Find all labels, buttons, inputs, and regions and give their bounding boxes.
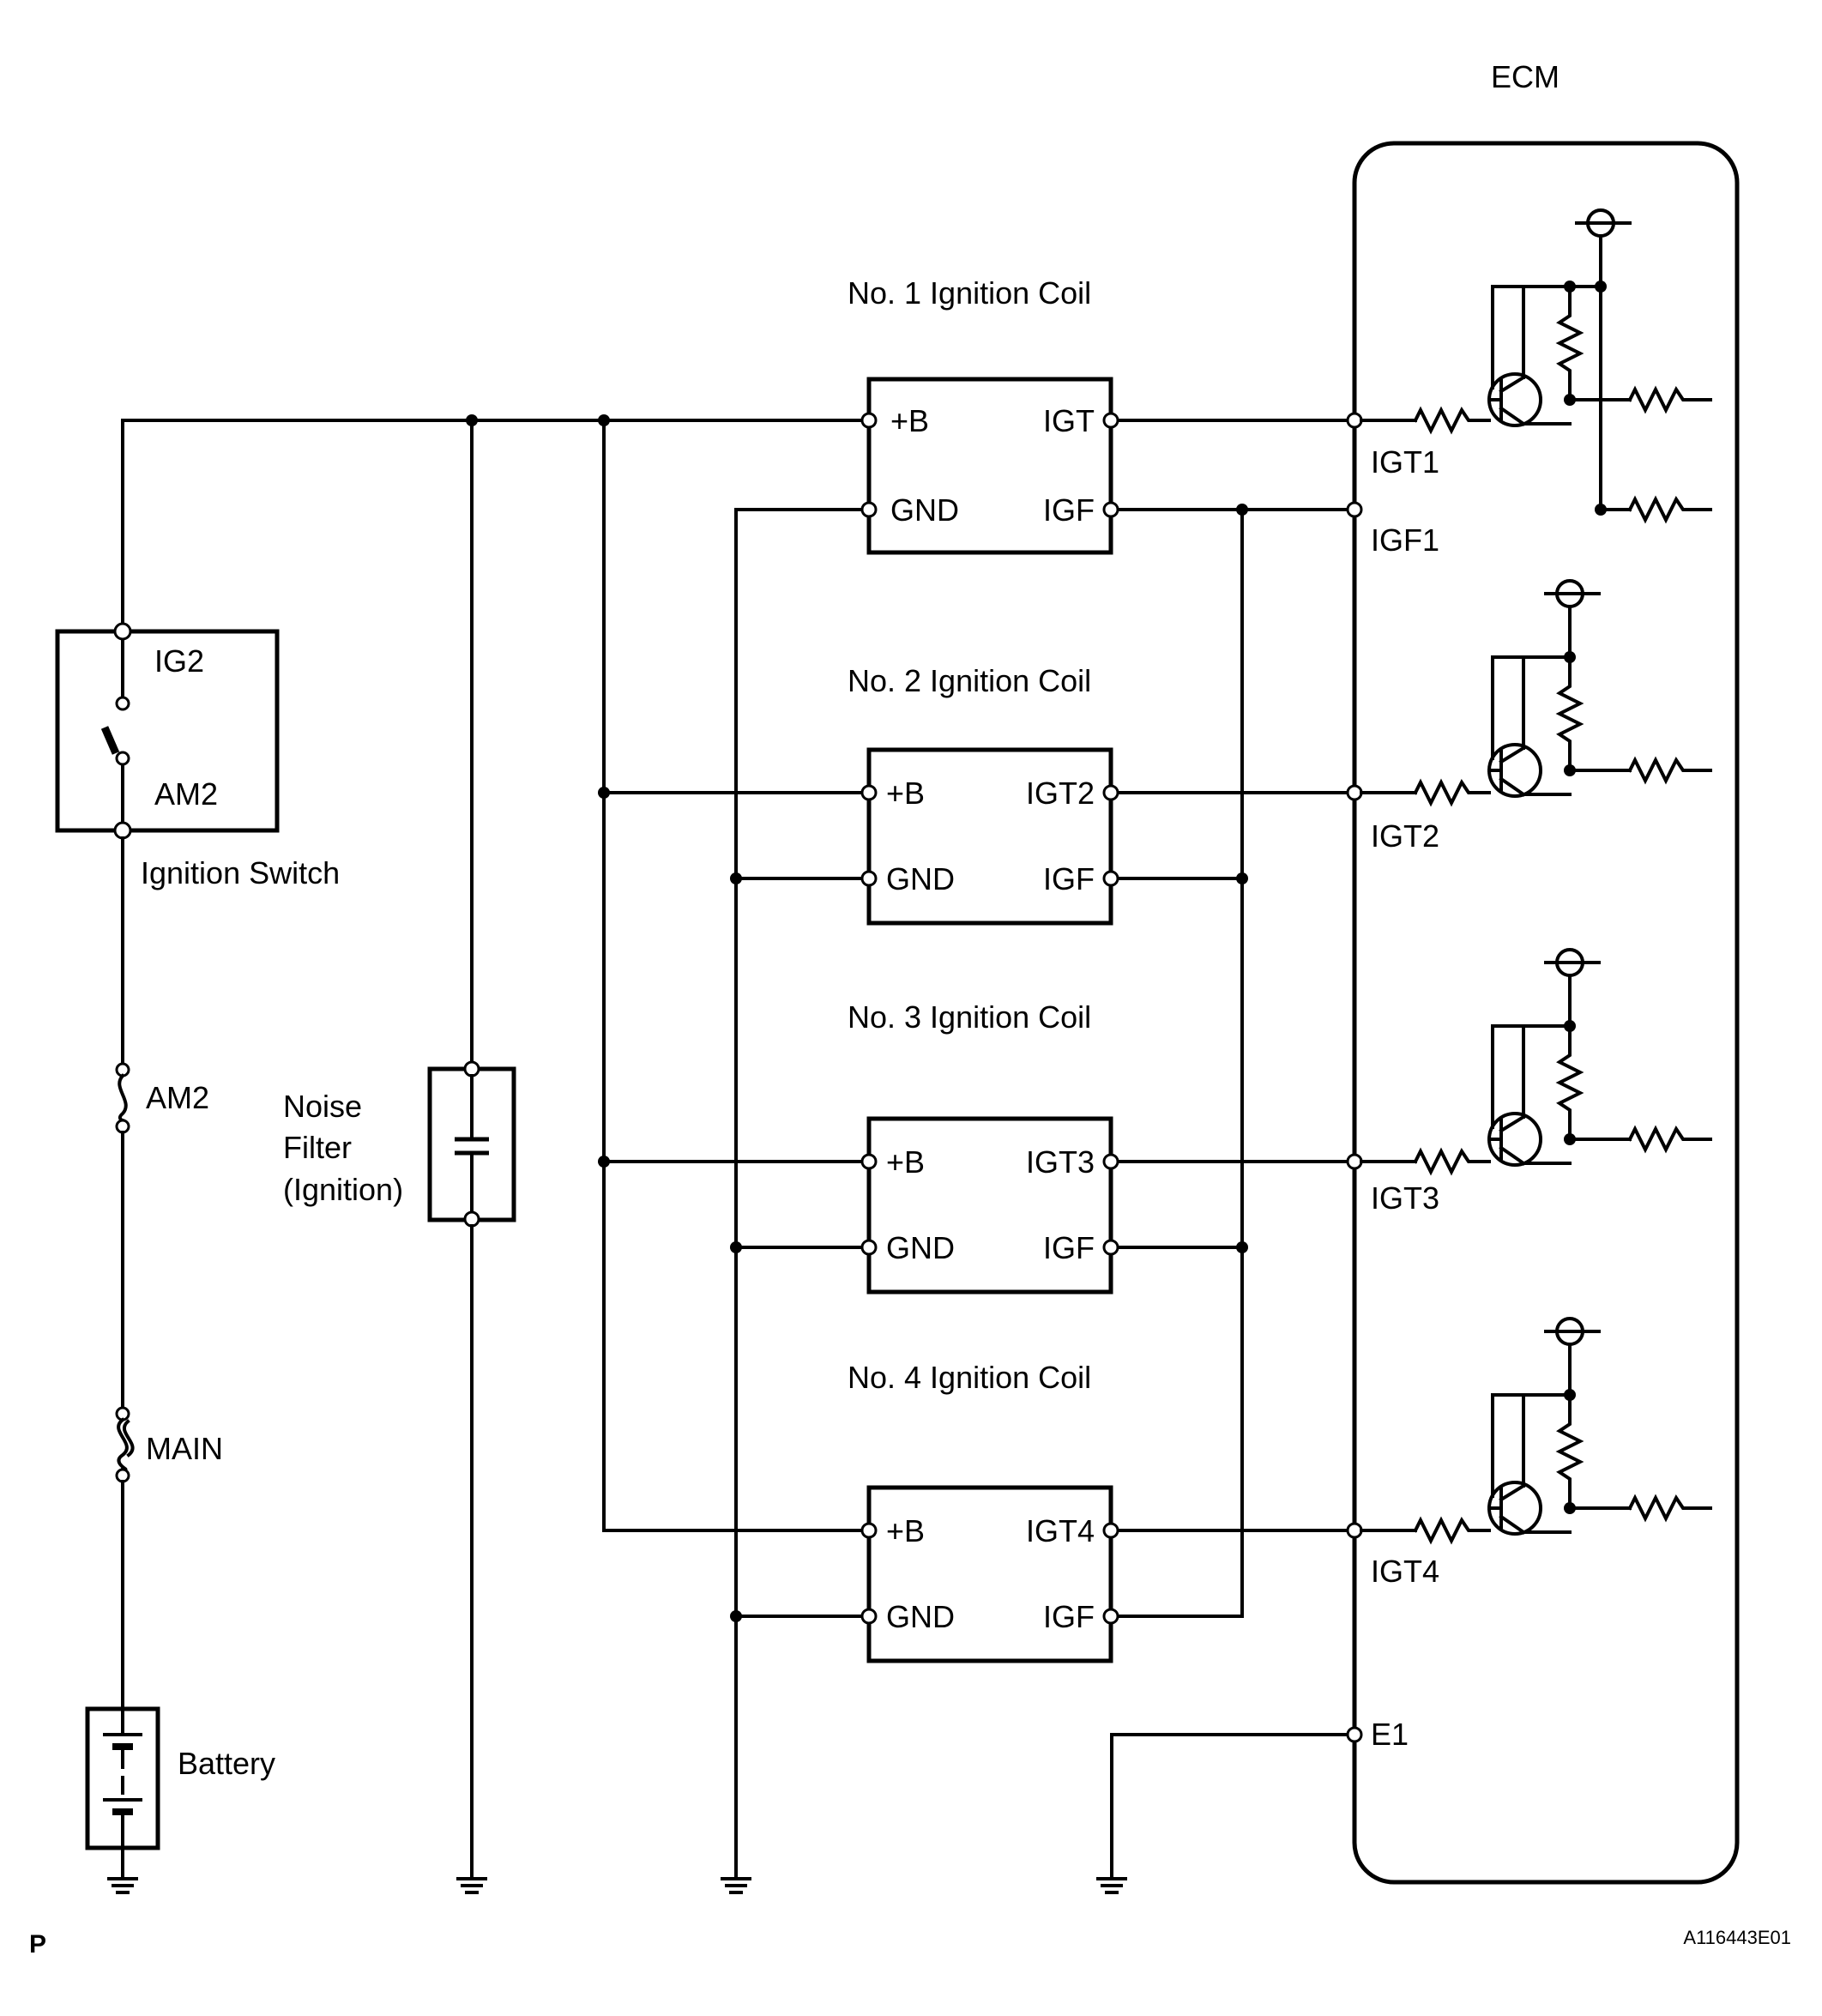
coil2-pin-gnd: GND xyxy=(886,861,955,896)
coil1-pin-gnd: GND xyxy=(890,492,959,528)
ignition-coil-4: No. 4 Ignition Coil +B GND IGT4 IGF xyxy=(848,1360,1119,1663)
pullup-resistor-icon xyxy=(1555,285,1584,401)
coil4-title: No. 4 Ignition Coil xyxy=(848,1360,1091,1395)
noise-filter: Noise Filter (Ignition) xyxy=(283,419,516,1894)
am2-fuse: AM2 xyxy=(115,1062,209,1134)
switch-lever xyxy=(100,726,120,755)
output-resistor-icon xyxy=(1627,756,1712,785)
igf-resistor-icon xyxy=(1627,495,1712,524)
base-resistor-icon xyxy=(1413,406,1491,435)
main-fusible-link: MAIN xyxy=(115,1406,223,1483)
coil3-pin-b: +B xyxy=(886,1144,925,1180)
ecm-driver-stage-4 xyxy=(1360,1317,1712,1545)
ignition-switch-label: Ignition Switch xyxy=(141,855,340,890)
ignition-coil-1: No. 1 Ignition Coil +B GND IGT IGF xyxy=(848,275,1119,555)
junction-node xyxy=(466,414,478,426)
pullup-resistor-icon xyxy=(1555,1393,1584,1510)
ecm-label-igf1: IGF1 xyxy=(1371,522,1439,558)
switch-ig2-label: IG2 xyxy=(154,643,204,679)
e1-ground xyxy=(1096,1877,1127,1894)
coil3-box xyxy=(866,1116,1113,1295)
ecm: ECM IGT1 IGF1 IGT2 IGT3 IGT4 E1 xyxy=(1346,59,1740,1885)
switch-terminal-top xyxy=(113,622,132,641)
main-fuse-label: MAIN xyxy=(146,1431,223,1466)
ecm-driver-stage-3 xyxy=(1360,948,1712,1176)
base-resistor-icon xyxy=(1413,1147,1491,1176)
coil3-pin-gnd: GND xyxy=(886,1230,955,1265)
battery-label: Battery xyxy=(178,1746,275,1781)
switch-contact-am2 xyxy=(115,751,130,766)
coil1-pin-b: +B xyxy=(890,403,929,438)
output-resistor-icon xyxy=(1627,1125,1712,1154)
output-resistor-icon xyxy=(1627,1494,1712,1523)
coil1-pin-igf: IGF xyxy=(1043,492,1095,528)
coil-gnd-ground xyxy=(721,1877,751,1894)
figure-code: A116443E01 xyxy=(1683,1927,1791,1948)
coil3-pin-igf: IGF xyxy=(1043,1230,1095,1265)
noise-filter-ground xyxy=(456,1877,487,1894)
power-supply-chain: IG2 AM2 Ignition Switch AM2 MAIN xyxy=(55,419,871,1894)
corner-mark: P xyxy=(29,1930,46,1959)
ecm-terminal-igf1 xyxy=(1346,501,1363,518)
ecm-terminal-igt2 xyxy=(1346,784,1363,801)
noise-filter-label-line2: Filter xyxy=(283,1130,352,1165)
ignition-coil-3: No. 3 Ignition Coil +B GND IGT3 IGF xyxy=(848,999,1119,1295)
coil2-pin-igt: IGT2 xyxy=(1026,776,1095,811)
ecm-terminal-igt4 xyxy=(1346,1522,1363,1539)
pullup-resistor-icon xyxy=(1555,1024,1584,1141)
coil2-pin-igf: IGF xyxy=(1043,861,1095,896)
ecm-terminal-igt1 xyxy=(1346,412,1363,429)
noise-filter-label-line3: (Ignition) xyxy=(283,1172,403,1207)
ecm-label-igt2: IGT2 xyxy=(1371,818,1439,854)
am2-fuse-element xyxy=(118,1073,128,1123)
coil1-box xyxy=(866,377,1113,555)
ignition-coil-2: No. 2 Ignition Coil +B GND IGT2 IGF xyxy=(848,663,1119,926)
ecm-terminal-e1 xyxy=(1346,1726,1363,1743)
pullup-resistor-icon xyxy=(1555,655,1584,772)
switch-terminal-bottom xyxy=(113,821,132,840)
coil3-title: No. 3 Ignition Coil xyxy=(848,999,1091,1035)
coil4-pin-gnd: GND xyxy=(886,1599,955,1634)
coil3-pin-igt: IGT3 xyxy=(1026,1144,1095,1180)
noise-filter-label-line1: Noise xyxy=(283,1089,362,1124)
coil4-pin-igt: IGT4 xyxy=(1026,1513,1095,1548)
base-resistor-icon xyxy=(1413,778,1491,807)
ecm-box xyxy=(1352,141,1740,1885)
ecm-driver-stage-1 xyxy=(1360,208,1712,524)
base-resistor-icon xyxy=(1413,1516,1491,1545)
coil-buses xyxy=(598,414,1349,1894)
battery-ground xyxy=(107,1877,138,1894)
switch-contact-ig2 xyxy=(115,696,130,711)
switch-am2-label: AM2 xyxy=(154,776,218,812)
coil1-title: No. 1 Ignition Coil xyxy=(848,275,1091,311)
coil2-title: No. 2 Ignition Coil xyxy=(848,663,1091,698)
ecm-label-e1: E1 xyxy=(1371,1717,1409,1752)
ecm-label-igt4: IGT4 xyxy=(1371,1554,1439,1589)
ecm-terminal-igt3 xyxy=(1346,1153,1363,1170)
coil4-pin-igf: IGF xyxy=(1043,1599,1095,1634)
ecm-label-igt1: IGT1 xyxy=(1371,444,1439,480)
output-resistor-icon xyxy=(1627,385,1712,414)
coil2-pin-b: +B xyxy=(886,776,925,811)
ignition-switch-box xyxy=(55,629,280,833)
coil2-box xyxy=(866,747,1113,926)
battery: Battery xyxy=(85,1706,275,1850)
coil4-box xyxy=(866,1485,1113,1663)
ignition-switch: IG2 AM2 Ignition Switch xyxy=(55,622,340,890)
coil1-pin-igt: IGT xyxy=(1043,403,1095,438)
ecm-label-igt3: IGT3 xyxy=(1371,1180,1439,1216)
coil4-pin-b: +B xyxy=(886,1513,925,1548)
ecm-driver-stage-2 xyxy=(1360,579,1712,807)
am2-fuse-label: AM2 xyxy=(146,1080,209,1115)
ecm-title: ECM xyxy=(1491,59,1560,94)
